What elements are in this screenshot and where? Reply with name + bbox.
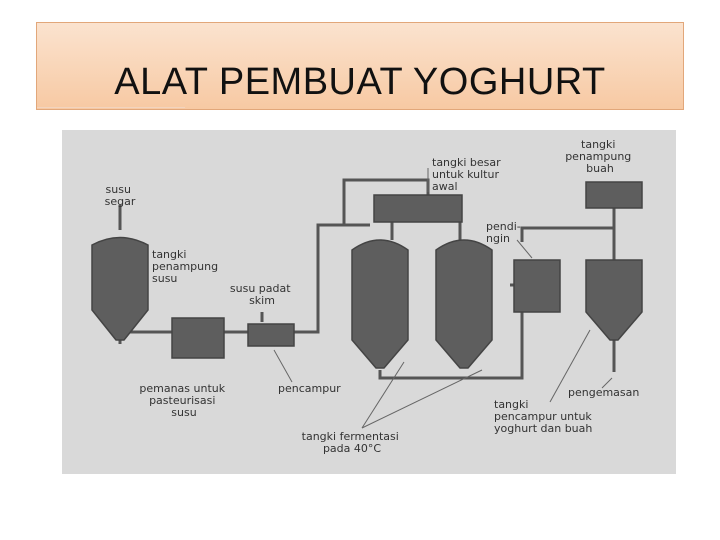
cooler-unit — [513, 259, 561, 313]
leader-pencampur — [273, 349, 293, 383]
label-susu-segar: susu segar — [105, 183, 136, 208]
leader-fermentation — [361, 361, 405, 429]
leader-lines — [273, 168, 613, 429]
label-tangki-penampung-susu: tangki penampung susu — [152, 248, 222, 285]
label-pendingin: pendi- ngin — [486, 220, 524, 245]
equipment — [91, 181, 643, 369]
culture-tank — [373, 194, 463, 223]
pipe-cooler-to-mixtank — [520, 226, 616, 260]
diagram-labels: susu segar tangki penampung susu susu pa… — [105, 138, 640, 455]
label-pemanas: pemanas untuk pasteurisasi susu — [139, 382, 228, 419]
title-banner: ALAT PEMBUAT YOGHURT — [36, 22, 684, 110]
label-pengemasan: pengemasan — [568, 386, 639, 399]
label-susu-padat-skim: susu padat skim — [230, 282, 294, 307]
fermentation-tank-left — [351, 239, 409, 369]
leader-pengemasan — [601, 377, 613, 389]
leader-tangki-pencampur — [549, 329, 591, 403]
label-tangki-penampung-buah: tangki penampung buah — [565, 138, 635, 175]
slide-title: ALAT PEMBUAT YOGHURT — [114, 61, 606, 103]
label-pencampur: pencampur — [278, 382, 341, 395]
fermentation-tank-right — [435, 239, 493, 369]
yoghurt-process-diagram: susu segar tangki penampung susu susu pa… — [62, 130, 676, 474]
title-underline — [37, 107, 185, 108]
mixer-unit — [247, 323, 295, 347]
leader-fermentation-2 — [361, 369, 483, 429]
fruit-storage-tank — [585, 181, 643, 209]
pasteurizer-heater — [171, 317, 225, 359]
label-tangki-pencampur: tangki pencampur untuk yoghurt dan buah — [494, 398, 595, 435]
label-tangki-fermentasi: tangki fermentasi pada 40°C — [302, 430, 403, 455]
label-tangki-besar-kultur: tangki besar untuk kultur awal — [432, 156, 504, 193]
leader-pendingin — [516, 239, 533, 259]
milk-storage-tank — [91, 236, 149, 341]
yoghurt-fruit-mixing-tank — [585, 259, 643, 341]
